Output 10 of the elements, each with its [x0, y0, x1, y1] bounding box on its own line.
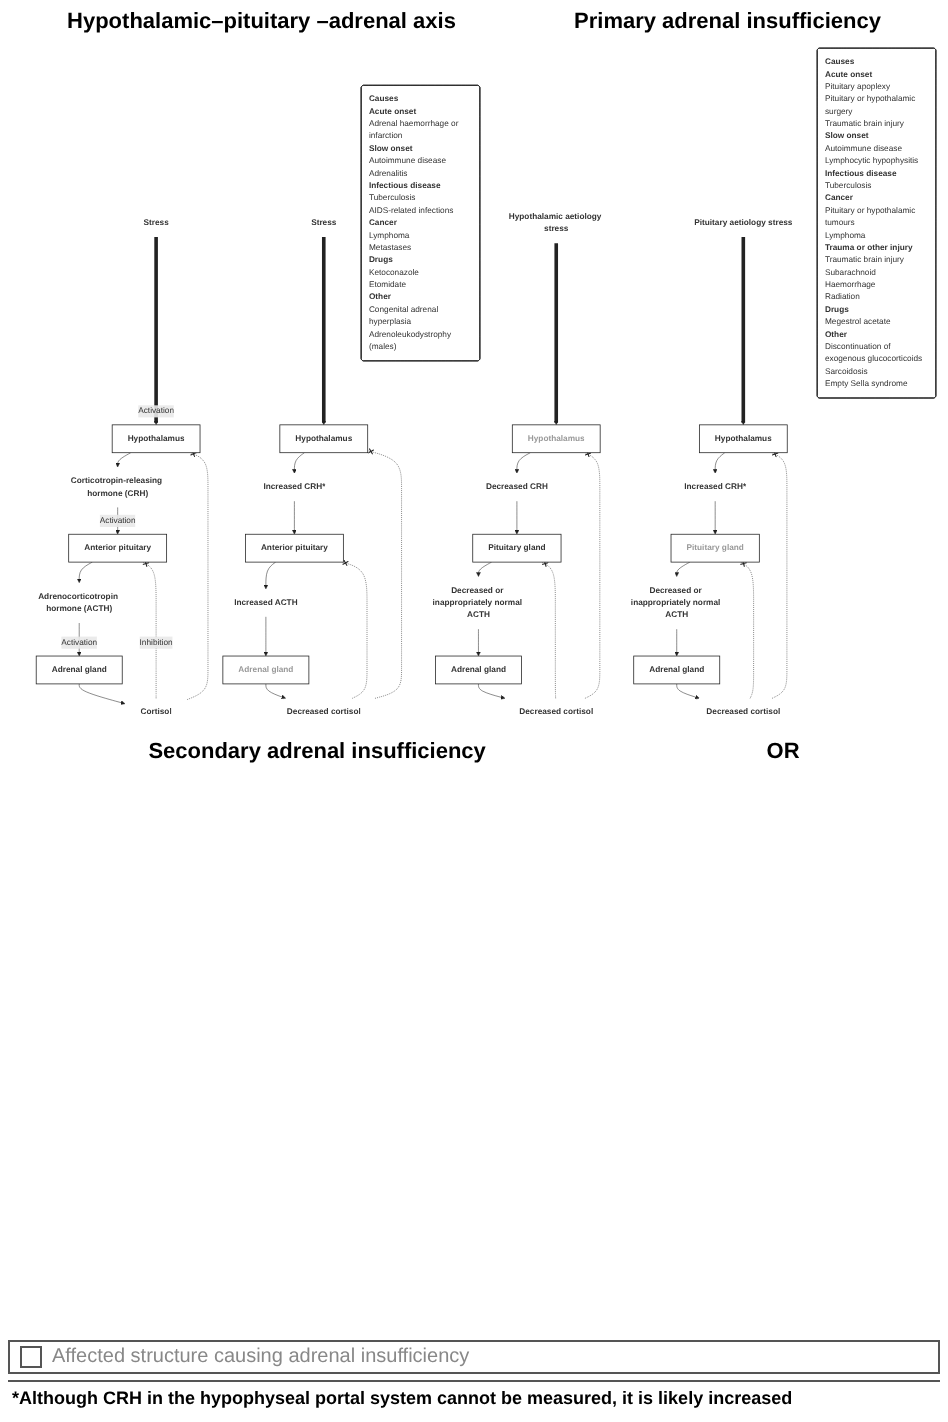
section-heading: Secondary adrenal insufficiency — [146, 738, 488, 767]
section-heading: Primary adrenal insufficiency — [572, 8, 883, 36]
arrow — [741, 237, 746, 426]
footnote: *Although CRH in the hypophyseal portal system cannot be measured, it is likely increased — [8, 1380, 940, 1414]
section-heading: Hypothalamic–pituitary –adrenal axis — [65, 8, 458, 36]
arrow — [321, 237, 327, 426]
connector-word: OR — [764, 738, 802, 767]
legend-text: Affected structure causing adrenal insufficiency — [52, 1346, 470, 1368]
arrow — [553, 243, 559, 426]
arrow — [153, 237, 159, 426]
